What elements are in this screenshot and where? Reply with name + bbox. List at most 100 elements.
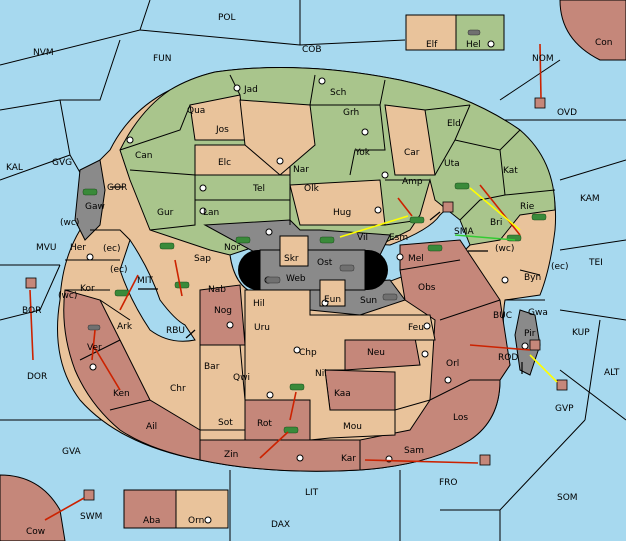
box-aba (123, 489, 177, 529)
label-kat: Kat (503, 166, 518, 176)
label-swm: SWM (80, 512, 102, 522)
label-kaa: Kaa (334, 389, 351, 399)
box-orn (175, 489, 229, 529)
label-eun: Eun (324, 295, 341, 305)
label-fro: FRO (439, 478, 458, 488)
label-obs: Obs (418, 283, 436, 293)
label-cow: Cow (26, 527, 45, 537)
label-zin: Zin (224, 450, 238, 460)
label-nar: Nar (293, 165, 309, 175)
label-pol: POL (218, 13, 236, 23)
label-nom: NOM (532, 54, 554, 64)
label-eld: Eld (447, 119, 461, 129)
label-kam: KAM (580, 194, 600, 204)
label-fun: FUN (153, 54, 172, 64)
label-wc1: (wc) (60, 218, 79, 228)
label-ark: Ark (117, 322, 133, 332)
label-kor: Kor (80, 284, 95, 294)
label-hel: Hel (466, 40, 481, 50)
province-borders (65, 74, 556, 431)
inner-sea-west (119, 238, 196, 342)
label-mou: Mou (343, 422, 362, 432)
label-wc3: (wc) (58, 291, 77, 301)
label-rbu: RBU (166, 326, 185, 336)
label-amp: Amp (402, 177, 423, 187)
adjacency-arrows (110, 186, 523, 374)
label-rot: Rot (257, 419, 272, 429)
label-gvg: GVG (52, 158, 72, 168)
label-qwi: Qwi (233, 373, 250, 383)
label-nor: Nor (224, 243, 240, 253)
label-neu: Neu (367, 348, 385, 358)
label-ost: Ost (317, 258, 333, 268)
label-sap: Sap (194, 254, 211, 264)
label-vil: Vil (357, 233, 368, 243)
label-aba: Aba (143, 516, 160, 526)
label-orl: Orl (446, 359, 459, 369)
label-uru: Uru (254, 323, 270, 333)
label-con: Con (595, 38, 613, 48)
label-nab: Nab (208, 285, 226, 295)
label-esm: Esm (389, 233, 408, 243)
label-orn: Orn (188, 516, 204, 526)
label-kup: KUP (572, 328, 590, 338)
red-territories-east (359, 239, 511, 471)
label-gvp: GVP (555, 404, 574, 414)
label-sun: Sun (360, 296, 377, 306)
label-lit: LIT (305, 488, 319, 498)
label-som: SOM (557, 493, 578, 503)
label-sot: Sot (218, 418, 233, 428)
red-territories-west (63, 289, 201, 461)
label-ail: Ail (146, 422, 157, 432)
label-gor: GOR (107, 183, 127, 193)
label-yok: Yok (354, 148, 371, 158)
label-gva: GVA (62, 447, 82, 457)
label-lan: Lan (203, 208, 219, 218)
label-kar: Kar (341, 454, 356, 464)
label-uta: Uta (444, 159, 460, 169)
gaw-island (74, 159, 106, 241)
label-mel: Mel (408, 254, 424, 264)
label-jad: Jad (243, 85, 258, 95)
label-hil: Hil (253, 299, 265, 309)
label-jos: Jos (215, 125, 229, 135)
label-elc: Elc (218, 158, 231, 168)
move-orders (29, 43, 542, 521)
label-nog: Nog (214, 306, 232, 316)
box-elf (405, 14, 457, 51)
label-feu: Feu (408, 323, 424, 333)
label-ec1: (ec) (103, 244, 121, 254)
label-tei: TEI (588, 258, 603, 268)
label-qua: Qua (187, 106, 205, 116)
label-cob: COB (302, 45, 322, 55)
label-sam: Sam (404, 446, 424, 456)
label-skr: Skr (284, 254, 299, 264)
label-chr: Chr (170, 384, 186, 394)
label-can: Can (135, 151, 153, 161)
neutral-nar (239, 99, 316, 176)
label-ver: Ver (87, 343, 102, 353)
support-orders (339, 187, 558, 383)
label-grh: Grh (343, 108, 359, 118)
red-territories-south (199, 439, 361, 472)
label-elf: Elf (426, 40, 438, 50)
label-wc2: (wc) (495, 244, 514, 254)
neutral-south-core (244, 289, 436, 441)
label-tel: Tel (252, 184, 265, 194)
label-olk: Olk (304, 184, 320, 194)
label-ovd: OVD (557, 108, 577, 118)
label-sma: SMA (454, 227, 474, 237)
label-car: Car (404, 148, 420, 158)
label-gwa: Gwa (528, 308, 548, 318)
label-ken: Ken (113, 389, 130, 399)
con-land (559, 0, 626, 61)
label-byn: Byn (524, 273, 541, 283)
label-mit: MIT (137, 276, 153, 286)
label-gaw: Gaw (85, 202, 105, 212)
convoy-orders (454, 234, 516, 241)
label-web: Web (286, 274, 306, 284)
label-kal: KAL (6, 163, 23, 173)
